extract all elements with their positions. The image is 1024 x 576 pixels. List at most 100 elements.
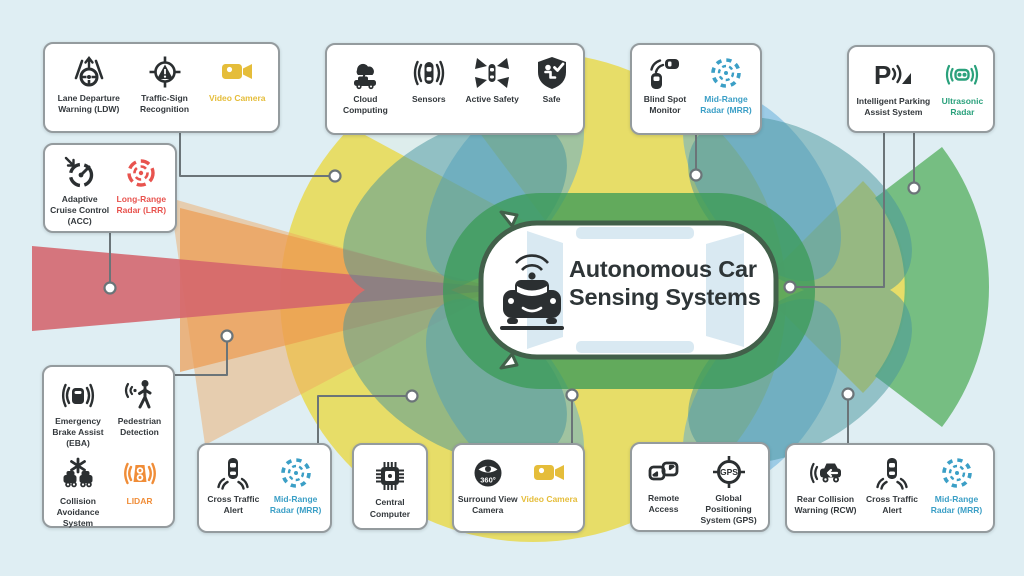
dot-surround-view [565,388,579,402]
dot-cross-traffic-front [405,389,419,403]
zone-long-range-radar-cone [32,246,512,331]
item-label: Mid-Range Radar (MRR) [700,94,752,116]
gps-icon: GPS [711,453,747,491]
item-label: Intelligent Parking Assist System [856,96,931,118]
item-collision-avoidance: Collision Avoidance System [47,456,109,529]
item-mid-range-radar-blind: Mid-Range Radar (MRR) [695,54,757,116]
card-parking: P Intelligent Parking Assist System Ultr… [847,45,995,133]
item-label: Blind Spot Monitor [643,94,687,116]
item-sensors: Sensors [401,54,457,105]
adaptive-cruise-control-icon [62,154,98,192]
item-adaptive-cruise-control: Adaptive Cruise Control (ACC) [49,154,111,227]
item-gps: GPS Global Positioning System (GPS) [692,453,765,526]
intelligent-parking-icon: P [873,56,913,94]
item-long-range-radar: Long-Range Radar (LRR) [111,154,171,216]
dot-front-camera [328,169,342,183]
item-label: Surround View Camera [457,494,518,516]
card-central-computer: Central Computer [352,443,428,530]
item-cross-traffic-alert: Cross Traffic Alert [202,454,264,516]
lane-departure-warning-icon [71,53,107,91]
item-traffic-sign-recognition: Traffic-Sign Recognition [130,53,200,115]
pedestrian-detection-icon [122,376,158,414]
central-computer-icon [372,457,408,495]
safe-icon [534,54,570,92]
surround-view-camera-icon: 360° [470,454,506,492]
item-label: Cross Traffic Alert [866,494,918,516]
dot-front-safety [220,329,234,343]
item-label: Central Computer [369,497,411,519]
traffic-sign-recognition-icon [147,53,183,91]
item-label: Video Camera [208,93,266,103]
item-central-computer: Central Computer [358,457,422,519]
car-windshield-rear [706,233,744,347]
car-side-window-top [576,227,694,239]
car-mirror-bottom [499,352,519,370]
item-remote-access: Remote Access [635,453,692,515]
blind-spot-monitor-icon [647,54,683,92]
item-label: Sensors [412,94,446,104]
item-surround-view-camera: 360° Surround View Camera [457,454,519,516]
card-front-camera: Lane Departure Warning (LDW) Traffic-Sig… [43,42,280,133]
item-label: Active Safety [465,94,519,104]
ultrasonic-radar-icon [944,56,980,94]
cross-traffic-alert-icon [874,454,910,492]
card-blind-spot: Blind Spot Monitor Mid-Range Radar (MRR) [630,43,762,135]
connector-lines [109,131,915,444]
item-label: Traffic-Sign Recognition [139,93,190,115]
emergency-brake-assist-icon [60,376,96,414]
sensors-icon [411,54,447,92]
card-cross-traffic-front: Cross Traffic Alert Mid-Range Radar (MRR… [197,443,332,533]
mid-range-radar-icon [939,454,975,492]
surround-360-glyph: 360° [480,476,496,485]
dot-blind-spot [689,168,703,182]
page-title: Autonomous Car Sensing Systems [569,256,761,311]
dot-front-radar [103,281,117,295]
collision-avoidance-icon [60,456,96,494]
item-ultrasonic-radar: Ultrasonic Radar [935,56,990,118]
video-camera-icon [531,454,567,492]
remote-access-icon [646,453,682,491]
autonomous-car-icon [500,254,564,330]
lidar-icon [122,456,158,494]
card-connectivity: Remote Access GPS Global Positioning Sys… [630,442,770,532]
item-label: Pedestrian Detection [117,416,162,438]
item-rear-collision-warning: Rear Collision Warning (RCW) [793,454,859,516]
item-pedestrian-detection: Pedestrian Detection [111,376,169,438]
item-lane-departure-warning: Lane Departure Warning (LDW) [51,53,127,115]
item-video-camera: Video Camera [202,53,272,104]
title-line1: Autonomous Car [569,256,757,282]
item-label: Collision Avoidance System [56,496,100,529]
card-rear-systems: Rear Collision Warning (RCW) Cross Traff… [785,443,995,533]
cross-traffic-alert-icon [215,454,251,492]
item-label: Mid-Range Radar (MRR) [930,494,983,516]
connector-front-safety [174,335,228,376]
rear-collision-warning-icon [808,454,844,492]
item-label: Rear Collision Warning (RCW) [794,494,857,516]
item-label: Cross Traffic Alert [207,494,260,516]
card-surround-view: 360° Surround View Camera Video Camera [452,443,585,533]
item-safe: Safe [528,54,576,105]
card-top-concepts: Cloud Computing Sensors [325,43,585,135]
title-line2: Sensing Systems [569,283,761,310]
mid-range-radar-icon [278,454,314,492]
car-side-window-bottom [576,341,694,353]
connector-dots [103,168,921,403]
dot-ultrasonic [907,181,921,195]
item-video-camera-surround: Video Camera [519,454,581,505]
active-safety-icon [474,54,510,92]
item-label: Emergency Brake Assist (EBA) [52,416,104,449]
item-label: Adaptive Cruise Control (ACC) [50,194,110,227]
card-front-radar: Adaptive Cruise Control (ACC) Long-Range… [43,143,177,233]
item-mid-range-radar-front: Mid-Range Radar (MRR) [265,454,327,516]
parking-p-glyph: P [874,60,891,90]
item-label: Cloud Computing [342,94,388,116]
item-label: Remote Access [647,493,680,515]
item-intelligent-parking: P Intelligent Parking Assist System [852,56,935,118]
item-cross-traffic-alert-rear: Cross Traffic Alert [861,454,923,516]
item-mid-range-radar-rear: Mid-Range Radar (MRR) [926,454,988,516]
item-label: Long-Range Radar (LRR) [116,194,167,216]
item-label: Global Positioning System (GPS) [700,493,757,526]
cloud-computing-icon [347,54,383,92]
long-range-radar-icon [123,154,159,192]
